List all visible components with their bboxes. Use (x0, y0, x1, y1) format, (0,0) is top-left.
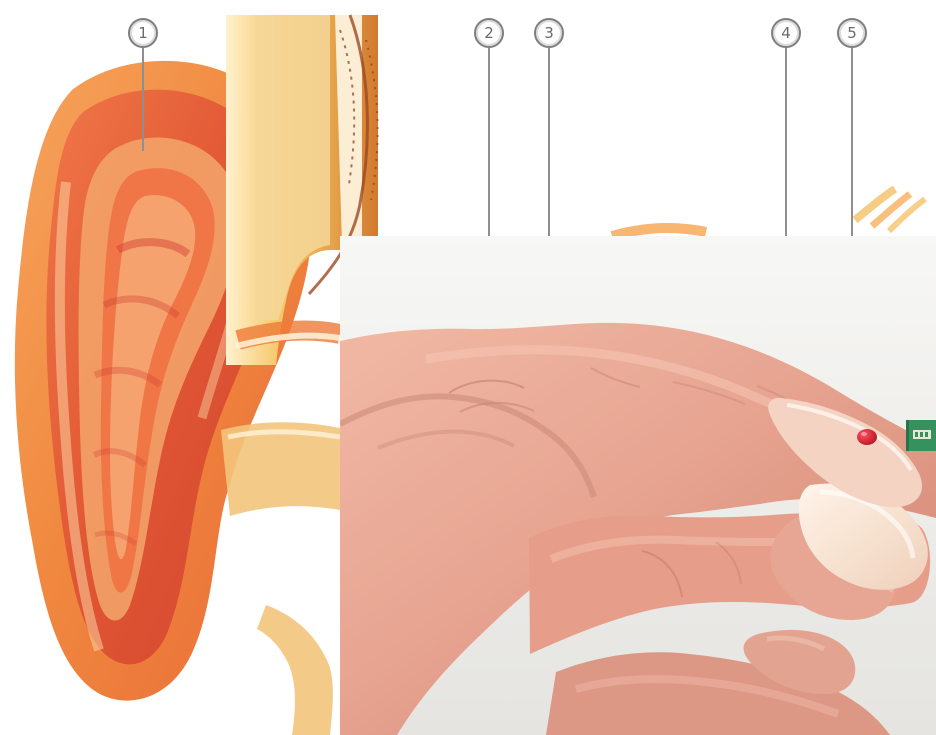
marker-3: 3 (534, 18, 564, 48)
marker-4-leader (785, 48, 787, 236)
marker-5-leader (851, 48, 853, 236)
finger-photo (340, 236, 936, 735)
marker-2-leader (488, 48, 490, 236)
marker-2: 2 (474, 18, 504, 48)
marker-1: 1 (128, 18, 158, 48)
marker-4: 4 (771, 18, 801, 48)
marker-1-leader (142, 48, 144, 151)
marker-3-leader (548, 48, 550, 236)
marker-5: 5 (837, 18, 867, 48)
